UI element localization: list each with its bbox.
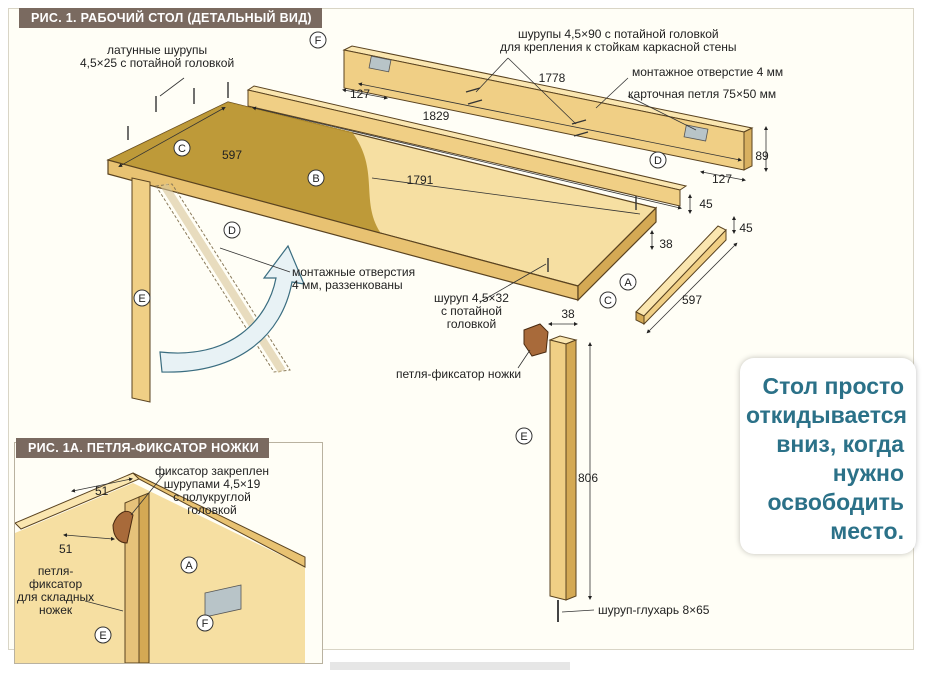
label-leg-lock: петля-фиксатор ножки: [396, 367, 522, 381]
card-hinge-left: [368, 55, 392, 73]
label-screw-32: шуруп 4,5×32 с потайной головкой: [434, 291, 509, 331]
inset-dim-51-side: 51: [59, 542, 73, 556]
part-marker-e-right: E: [515, 427, 533, 445]
dim-806: 806: [578, 471, 598, 485]
part-marker-e-left: E: [133, 289, 151, 307]
leg-right-e: [548, 335, 578, 622]
callout-text: Стол просто откидывается вниз, когда нуж…: [746, 373, 907, 544]
part-marker-c-top: C: [173, 139, 191, 157]
dim-1778: 1778: [539, 71, 566, 85]
dim-38-top: 38: [659, 237, 673, 251]
dim-45-front: 45: [739, 221, 753, 235]
part-marker-a: A: [619, 273, 637, 291]
dimension-lines: [118, 82, 768, 600]
svg-text:D: D: [228, 225, 236, 237]
inset-part-a: A: [180, 556, 198, 574]
part-marker-d-rear: D: [649, 151, 667, 169]
inset-label-hinge-lock: петля- фиксатор для складных ножек: [17, 564, 95, 617]
dim-597-top: 597: [222, 148, 242, 162]
fold-arrow: [159, 244, 305, 373]
leg-folded-ghost: [155, 182, 291, 374]
inset-dim-51-top: 51: [95, 484, 109, 498]
dim-89: 89: [755, 149, 769, 163]
part-marker-d-front: D: [223, 221, 241, 239]
inset-part-e: E: [94, 626, 112, 644]
label-wall-screws: шурупы 4,5×90 с потайной головкой для кр…: [500, 27, 737, 54]
dim-45-rear: 45: [699, 197, 713, 211]
label-countersunk-holes: монтажные отверстия 4 мм, раззенкованы: [292, 265, 416, 292]
part-marker-b: B: [307, 169, 325, 187]
label-card-hinge: карточная петля 75×50 мм: [628, 87, 777, 101]
dim-1791: 1791: [407, 173, 434, 187]
svg-text:F: F: [202, 618, 209, 630]
dim-127-left: 127: [350, 87, 370, 101]
part-marker-c-front: C: [599, 291, 617, 309]
dim-127-right: 127: [712, 172, 732, 186]
bottom-strip: [330, 662, 570, 670]
figure-title: РИС. 1. РАБОЧИЙ СТОЛ (ДЕТАЛЬНЫЙ ВИД): [19, 8, 322, 28]
svg-text:E: E: [520, 431, 527, 443]
svg-text:D: D: [654, 155, 662, 167]
svg-text:E: E: [138, 293, 145, 305]
part-marker-f: F: [309, 31, 327, 49]
svg-text:A: A: [185, 560, 193, 572]
front-apron-c: [635, 225, 727, 326]
inset-label-fastener: фиксатор закреплен шурупами 4,5×19 с пол…: [155, 464, 269, 517]
callout-box: Стол просто откидывается вниз, когда нуж…: [740, 358, 916, 554]
svg-text:C: C: [604, 295, 612, 307]
leg-lock-hinge: [523, 323, 549, 357]
dim-1829: 1829: [423, 109, 450, 123]
inset-part-f: F: [196, 614, 214, 632]
label-brass-screws: латунные шурупы 4,5×25 с потайной головк…: [80, 43, 235, 70]
inset-diagram: A F E 51 51: [15, 472, 306, 663]
inset-title: РИС. 1А. ПЕТЛЯ-ФИКСАТОР НОЖКИ: [16, 438, 270, 458]
svg-text:A: A: [624, 277, 632, 289]
label-lag-screw: шуруп-глухарь 8×65: [598, 603, 710, 617]
label-mount-hole: монтажное отверстие 4 мм: [632, 65, 784, 79]
svg-text:F: F: [315, 35, 322, 47]
svg-text:C: C: [178, 143, 186, 155]
dim-38-leg: 38: [561, 307, 575, 321]
svg-text:B: B: [312, 173, 319, 185]
dim-597-front: 597: [682, 293, 702, 307]
inset-figure: A F E 51 51 фиксатор закреплен шурупами …: [14, 442, 323, 664]
svg-text:E: E: [99, 630, 106, 642]
